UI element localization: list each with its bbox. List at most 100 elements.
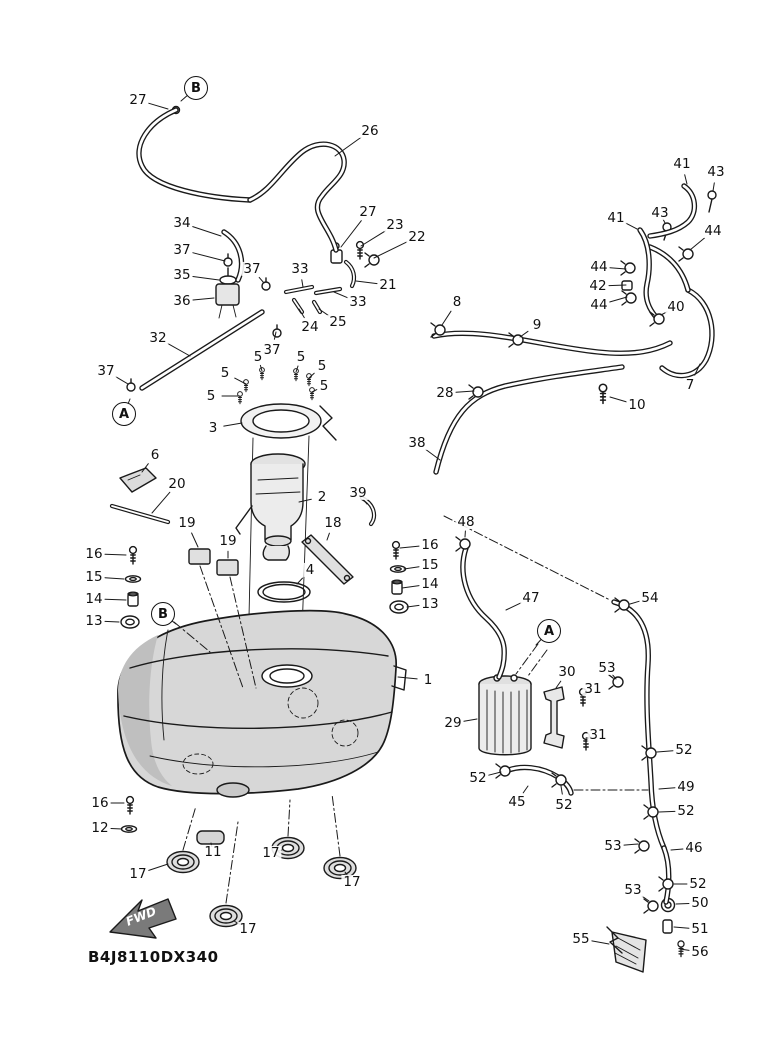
callout-16: 16	[83, 545, 105, 562]
callout-13: 13	[419, 595, 441, 612]
callout-45: 45	[506, 793, 528, 810]
callout-10: 10	[626, 396, 648, 413]
callout-24: 24	[299, 318, 321, 335]
part-18-bracket	[301, 534, 354, 585]
leader-line	[167, 342, 191, 357]
callout-2: 2	[315, 488, 329, 505]
callout-9: 9	[530, 316, 544, 333]
callout-41: 41	[605, 209, 627, 226]
leader-line	[147, 863, 169, 871]
leader-line	[656, 750, 674, 753]
callout-6: 6	[148, 446, 162, 463]
clamp-52	[641, 745, 657, 761]
leader-line	[623, 843, 639, 846]
screw-5	[309, 387, 315, 401]
leader-line	[712, 182, 715, 192]
callout-33: 33	[347, 293, 369, 310]
callout-42: 42	[587, 277, 609, 294]
part-19-damper	[188, 548, 211, 565]
part-4-oring	[257, 581, 311, 603]
leader-line	[191, 532, 199, 548]
leader-line	[658, 810, 676, 813]
callout-41: 41	[671, 155, 693, 172]
callout-54: 54	[639, 589, 661, 606]
part-19-damper	[216, 559, 239, 576]
leader-line	[104, 577, 125, 580]
leader-line	[679, 948, 690, 951]
hose-clamps	[364, 246, 694, 914]
callout-22: 22	[406, 228, 428, 245]
callout-37: 37	[171, 241, 193, 258]
callout-32: 32	[147, 329, 169, 346]
callout-5: 5	[218, 364, 232, 381]
callout-52: 52	[687, 875, 709, 892]
bolt-16	[128, 545, 138, 565]
callout-28: 28	[434, 384, 456, 401]
callout-20: 20	[166, 475, 188, 492]
leader-line	[425, 449, 441, 461]
clamp-28	[468, 384, 484, 400]
callout-29: 29	[442, 714, 464, 731]
leader-line	[401, 585, 420, 589]
part-36-canister	[215, 283, 240, 306]
leader-line	[298, 308, 305, 319]
callout-5: 5	[294, 348, 308, 365]
callout-50: 50	[689, 894, 711, 911]
leader-line	[519, 330, 529, 338]
pad-17	[166, 850, 200, 874]
leader-line	[505, 602, 522, 611]
leader-line	[694, 363, 701, 376]
callout-30: 30	[556, 663, 578, 680]
grommet-13	[120, 615, 140, 629]
fuel-pump-assembly	[235, 403, 337, 561]
leader-line	[625, 222, 638, 230]
callout-44: 44	[702, 222, 724, 239]
washer-15	[124, 575, 142, 583]
leader-line	[141, 463, 149, 473]
callout-31: 31	[582, 680, 604, 697]
clip-37	[272, 324, 282, 338]
leader-line	[333, 291, 349, 299]
leader-line	[675, 903, 690, 905]
leader-line	[104, 553, 127, 556]
callout-14: 14	[83, 590, 105, 607]
clamp-52	[643, 804, 659, 820]
screw-5	[237, 391, 243, 405]
callout-51: 51	[689, 920, 711, 937]
leader-line	[455, 390, 475, 393]
leader-line	[191, 226, 222, 237]
leader-line	[522, 785, 529, 794]
callout-53: 53	[622, 881, 644, 898]
callout-17: 17	[341, 873, 363, 890]
callout-27: 27	[357, 203, 379, 220]
leader-line	[555, 680, 562, 689]
callout-16: 16	[419, 536, 441, 553]
callout-23: 23	[384, 216, 406, 233]
callout-35: 35	[171, 266, 193, 283]
leader-line	[670, 848, 684, 851]
fuel-tank	[117, 609, 407, 798]
leader-line	[273, 331, 277, 340]
leader-line	[441, 310, 452, 326]
clamp-53	[643, 898, 659, 914]
leader-line	[355, 280, 378, 285]
leader-line	[609, 296, 628, 303]
leader-line	[298, 498, 312, 503]
clamp-53	[608, 674, 624, 690]
clamp-53	[634, 838, 650, 854]
screw-5	[306, 373, 312, 387]
callout-17: 17	[260, 844, 282, 861]
small-parts	[119, 105, 717, 958]
leader-line	[223, 422, 243, 427]
leader-line	[110, 828, 123, 830]
clip-37	[126, 378, 136, 392]
clamp-8	[430, 322, 446, 338]
callout-19: 19	[176, 514, 198, 531]
leader-line	[689, 237, 705, 251]
canister-assembly	[478, 674, 676, 973]
leader-line	[609, 267, 627, 270]
leader-line	[340, 220, 362, 248]
leader-line	[658, 787, 676, 790]
leader-line	[608, 284, 627, 287]
